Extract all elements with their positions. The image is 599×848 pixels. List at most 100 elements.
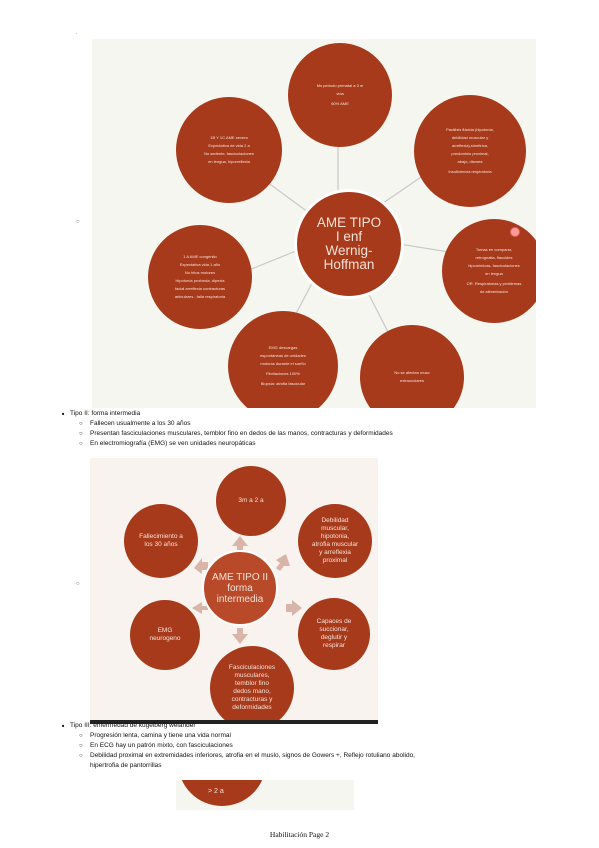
- node-line: arreflexia),simétrica,: [451, 143, 488, 148]
- node-line: hipomimicas, fasciculaciones: [468, 263, 520, 268]
- node-line: los 30 años: [144, 541, 178, 548]
- type3-bullet: En ECG hay un patrón mixto, con fascicul…: [79, 742, 233, 750]
- center-line: Hoffman: [323, 257, 375, 272]
- node-line: retrognatia, flaccides: [475, 255, 513, 260]
- page-footer: Habilitación Page 2: [269, 830, 330, 839]
- node-right: Tomas en comparar, retrognatia, flaccide…: [442, 219, 536, 323]
- node-line: abajo, dismea: [457, 159, 483, 164]
- node-line: neurogeno: [149, 635, 181, 642]
- node-line: OR. Respiratorias y problemas: [466, 281, 522, 286]
- center-line: AME TIPO: [316, 215, 382, 230]
- node-line: EMG descargas: [268, 345, 298, 350]
- node-left: 1 A AME congénito Expectativa vida 1 año…: [148, 225, 252, 329]
- type3-bullet-continuation: hipertrofia de pantorrillas: [90, 762, 162, 769]
- node-line: motoras durante el sueño: [260, 361, 306, 366]
- node-bottom-right: No se afectan musc extraoculares: [360, 325, 464, 408]
- center-line: Wernig-: [325, 243, 373, 258]
- node-line: respirar: [322, 642, 346, 649]
- node-line: EMG: [157, 627, 173, 634]
- center-node: AME TIPO I enf Wernig- Hoffman: [294, 189, 404, 299]
- node-line: 1B Y 1C AME severa: [210, 135, 248, 140]
- node-line: succionar,: [319, 626, 349, 633]
- node-line: Expectativa vida 1 año: [179, 262, 221, 267]
- node-line: espontáneas de unidades: [260, 353, 306, 358]
- node-line: No sedente, fasciculaciones: [204, 151, 254, 156]
- node-line: Fallecimiento a: [139, 533, 183, 540]
- arrow-down-left: [192, 602, 208, 614]
- type2-heading: Tipo II: forma intermedia: [62, 410, 140, 418]
- node-top-right: Parálisis flácida (hipotonía, debilidad …: [414, 95, 526, 207]
- node-bottom-right: Capaces de succionar, deglutir y respira…: [298, 598, 370, 670]
- node-line: contracturas y: [231, 696, 273, 703]
- type2-bullet: En electromiografía (EMG) se ven unidade…: [79, 440, 256, 448]
- list-marker-icon: ○: [76, 581, 80, 587]
- type3-heading: Tipo III: enfermedad de kugelberg weland…: [62, 722, 195, 730]
- center-node: AME TIPO II forma intermedia: [202, 550, 278, 626]
- node-line: Insuficiencia respiratoria: [448, 169, 492, 174]
- arrow-left: [194, 558, 208, 574]
- type2-bullet: Fallecen usualmente a los 30 años: [79, 420, 191, 428]
- node-line: Parálisis flácida (hipotonía,: [446, 127, 494, 132]
- node-line: deglutir y: [320, 634, 348, 641]
- node-line: 1 A AME congénito: [183, 254, 217, 259]
- node-line: hipotonia,: [320, 533, 350, 540]
- node-line: facial arreflexia contracturas: [174, 286, 226, 291]
- node-top-left: 1B Y 1C AME severa Expectativa de vida 2…: [176, 97, 282, 203]
- page-mark-icon: .: [76, 30, 78, 36]
- node-line: vida: [336, 91, 344, 96]
- node-line: No se afectan musc: [394, 370, 430, 375]
- node-line: Fibrilaciones 100%: [266, 371, 300, 376]
- pointer-dot: [510, 227, 520, 237]
- node-line: extraoculares: [399, 378, 424, 383]
- center-line: AME TIPO II: [212, 571, 268, 583]
- node-line: dedos mano,: [233, 688, 271, 695]
- slide-ame-tipo-1: AME TIPO I enf Wernig- Hoffman Ms period…: [92, 39, 536, 408]
- arrow-right: [286, 600, 302, 616]
- node-line: Biopsia: atrofia fascicular: [260, 381, 306, 386]
- node-line: Expectativa de vida 2 a: [208, 143, 250, 148]
- node-line: atrofia muscular: [311, 541, 359, 548]
- node-top-left: Fallecimiento a los 30 años: [124, 504, 198, 578]
- node-bottom: EMG descargas espontáneas de unidades mo…: [228, 311, 338, 408]
- node-line: Hipotonía profunda, dipexia: [175, 278, 225, 283]
- node-line: de alimentación: [479, 289, 509, 294]
- center-line: forma: [227, 582, 253, 594]
- node-line: debilidad muscular y: [451, 135, 489, 140]
- node-label: > 2 a: [208, 788, 224, 795]
- node-line: 60% AME: [331, 101, 349, 106]
- node-line: Capaces de: [316, 618, 352, 625]
- node-line: y arreflexia: [319, 549, 351, 556]
- node-line: musculares,: [234, 672, 270, 679]
- node-line: temblor fino: [235, 680, 269, 687]
- node-line: Fasciculaciones: [228, 664, 276, 671]
- type2-bullet: Presentan fasciculaciones musculares, te…: [79, 430, 393, 438]
- slide-ame-tipo-2: AME TIPO II forma intermedia 3m a 2 a De…: [90, 458, 378, 724]
- node-line: Tomas en comparar,: [475, 247, 513, 252]
- arrow-up-right: [276, 554, 290, 571]
- arrow-down: [232, 628, 248, 644]
- node-line: proximal: [322, 557, 348, 564]
- arrow-group: [192, 536, 302, 644]
- arrow-up: [232, 536, 248, 552]
- node-top: Ms periodo prenatal a 3 m vida 60% AME: [288, 43, 392, 147]
- node-bottom-left: EMG neurogeno: [130, 600, 200, 670]
- node-top: 3m a 2 a: [216, 466, 286, 536]
- center-line: intermedia: [216, 593, 264, 605]
- node-top-right: Debilidad muscular, hipotonia, atrofia m…: [298, 504, 372, 578]
- node-line: predominio proximal,: [451, 151, 489, 156]
- node-line: en lengua, hiporreflexia: [208, 159, 250, 164]
- node-line: Debilidad: [321, 517, 349, 524]
- type3-bullet: Debilidad proximal en extremidades infer…: [79, 752, 415, 760]
- center-line: I enf: [335, 229, 363, 244]
- node-line: 3m a 2 a: [238, 497, 264, 504]
- slide-ame-tipo-3: > 2 a: [176, 780, 354, 810]
- list-marker-icon: ○: [76, 219, 80, 225]
- node-line: articulares , falla respiratoria: [174, 294, 226, 299]
- node-bottom: Fasciculaciones musculares, temblor fino…: [210, 646, 294, 720]
- node-line: No hitos motores: [184, 270, 216, 275]
- type3-bullet: Progresión lenta, camina y tiene una vid…: [79, 732, 231, 740]
- node-line: deformidades: [232, 704, 272, 711]
- node-line: Ms periodo prenatal a 3 m: [316, 83, 364, 88]
- node-line: muscular,: [321, 525, 349, 532]
- node-line: en lengua: [485, 271, 503, 276]
